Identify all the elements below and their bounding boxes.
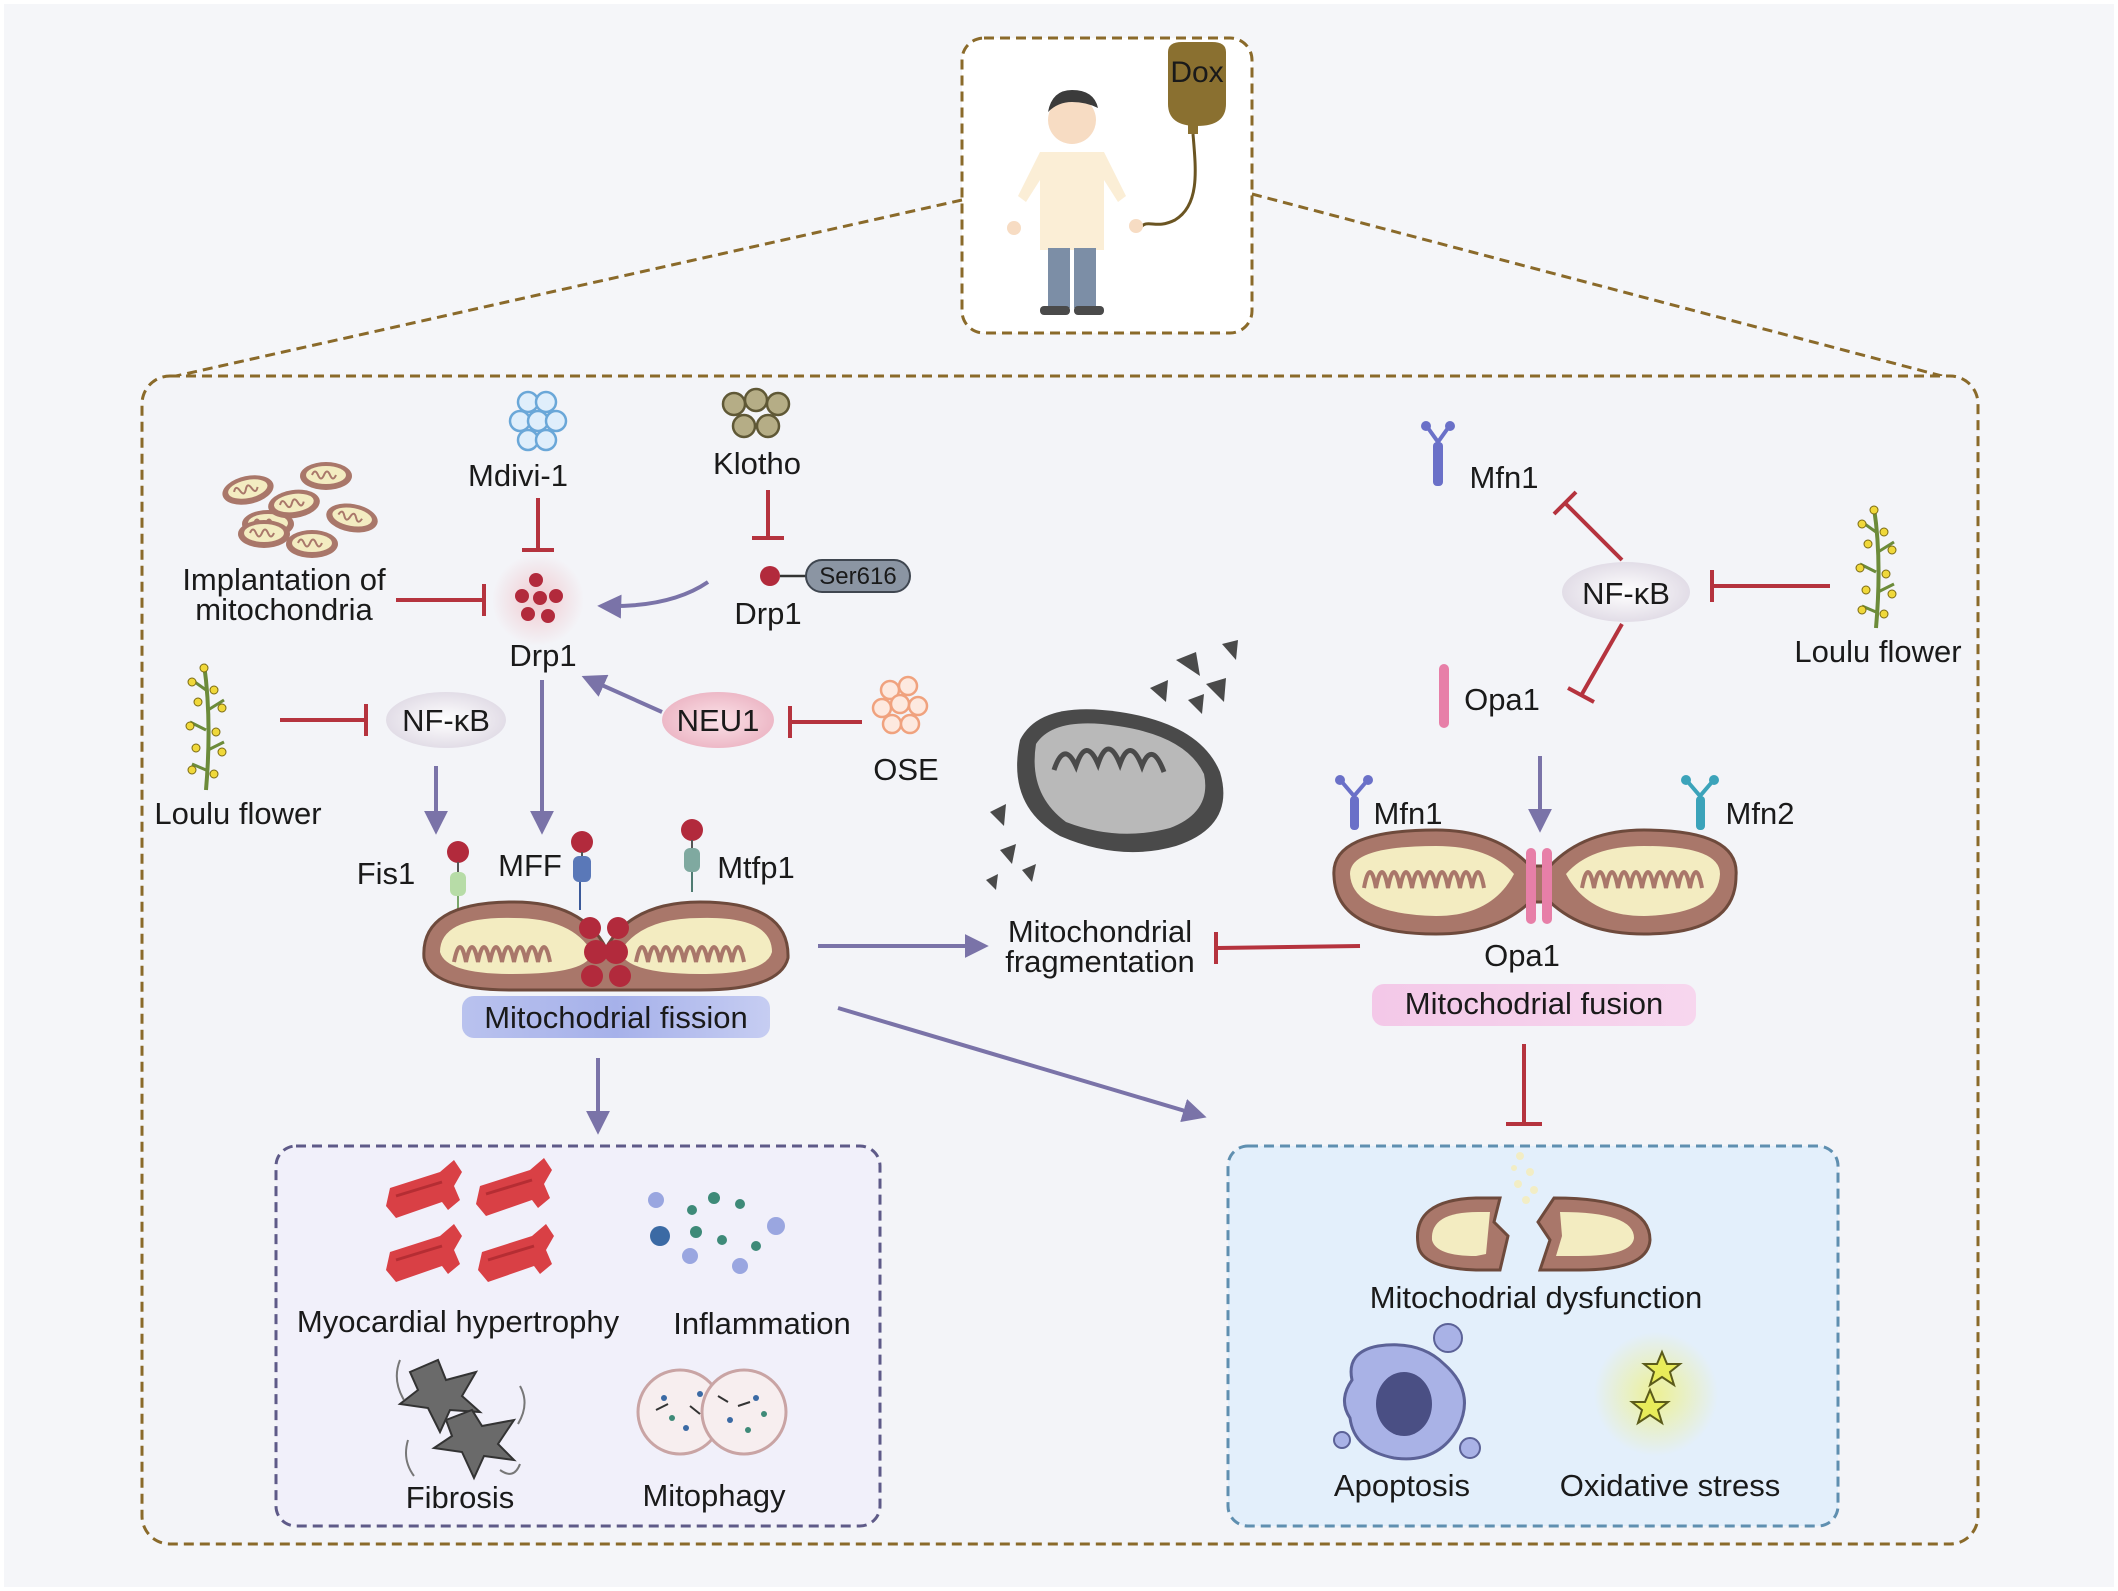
nfkb-inhibit-opa1-line <box>1580 623 1624 695</box>
ose-icon <box>871 675 929 735</box>
neu1-to-drp1-arrow <box>581 674 663 714</box>
nfkb-right-node <box>1562 562 1690 622</box>
implantation-label-line2: mitochondria <box>195 592 373 627</box>
implantation-label-line1: Implantation of <box>182 562 386 597</box>
fission-mitochondrion-icon <box>422 900 790 992</box>
dox-label: Dox <box>1170 56 1223 89</box>
drp1-label: Drp1 <box>509 638 576 673</box>
mdivi-icon <box>508 390 568 452</box>
fusion-label-bg <box>1372 984 1696 1026</box>
inflammation-label: Inflammation <box>673 1306 850 1341</box>
fragmentation-label-line1: Mitochondrial <box>1008 914 1192 949</box>
loulu-flower-right-icon <box>1855 505 1897 629</box>
fission-label: Mitochodrial fission <box>484 1000 748 1035</box>
klotho-icon <box>721 387 791 439</box>
mff-receptor-icon <box>571 831 593 910</box>
mfn1-top-icon <box>1421 421 1455 486</box>
opa1-top-label: Opa1 <box>1464 682 1540 717</box>
patient-box: Dox <box>960 36 1254 335</box>
fragmented-mitochondrion-icon <box>986 640 1238 890</box>
fusion-inhibit-fragmentation-line <box>1217 944 1361 950</box>
nfkb-inhibit-mfn1-bar <box>1552 490 1578 516</box>
mitophagy-icon <box>636 1368 788 1456</box>
klotho-label: Klotho <box>713 446 801 481</box>
mfn2-label: Mfn2 <box>1726 796 1795 831</box>
mfn1-top-label: Mfn1 <box>1470 460 1539 495</box>
loulu-flower-left-icon <box>185 663 227 791</box>
ser616-label: Ser616 <box>819 563 896 590</box>
oxidative-label: Oxidative stress <box>1560 1468 1781 1503</box>
ose-label: OSE <box>873 752 938 787</box>
neu1-label: NEU1 <box>677 703 760 738</box>
oxidative-glow <box>1594 1332 1718 1456</box>
fibrosis-label: Fibrosis <box>406 1480 515 1515</box>
mff-label: MFF <box>498 848 562 883</box>
apoptosis-label: Apoptosis <box>1334 1468 1470 1503</box>
drp1-phospho-dot <box>760 566 780 586</box>
apoptosis-icon <box>1333 1323 1481 1461</box>
damaged-mitochondrion-icon <box>1416 1152 1652 1272</box>
loulu-left-label: Loulu flower <box>154 796 321 831</box>
opa1-bottom-label: Opa1 <box>1484 938 1560 973</box>
mfn1-label: Mfn1 <box>1374 796 1443 831</box>
fis1-label: Fis1 <box>357 856 416 891</box>
mfn1-receptor-icon <box>1335 775 1373 830</box>
connector-right <box>1251 192 1943 378</box>
mitophagy-label: Mitophagy <box>642 1478 786 1513</box>
mtfp1-receptor-icon <box>681 819 703 892</box>
dysfunction-label: Mitochodrial dysfunction <box>1370 1280 1703 1315</box>
ser616-pill <box>805 559 911 593</box>
nfkb-left-node <box>386 692 506 748</box>
mtfp1-label: Mtfp1 <box>717 850 795 885</box>
drp1-phospho-label: Drp1 <box>734 596 801 631</box>
inflammation-icon <box>648 1192 785 1274</box>
nfkb-inhibit-mfn1-line <box>1564 502 1624 562</box>
opa1-top-icon <box>1439 664 1449 728</box>
mfn2-receptor-icon <box>1681 775 1719 830</box>
nfkb-left-label: NF-κB <box>402 703 490 738</box>
fission-to-dysfunction-arrow <box>837 1006 1207 1123</box>
mdivi-label: Mdivi-1 <box>468 458 568 493</box>
nfkb-right-label: NF-κB <box>1582 576 1670 611</box>
fragmentation-label-line2: fragmentation <box>1005 944 1195 979</box>
fusion-label: Mitochodrial fusion <box>1405 986 1663 1021</box>
iv-bag-icon: Dox <box>1138 42 1226 230</box>
patient-person-icon <box>1007 90 1143 315</box>
fibrosis-icon <box>395 1358 526 1481</box>
fusion-mitochondria-icon <box>1332 828 1738 936</box>
neu1-node <box>662 692 774 748</box>
connector-left <box>175 198 963 378</box>
nfkb-inhibit-opa1-bar <box>1567 686 1595 704</box>
loulu-right-label: Loulu flower <box>1794 634 1961 669</box>
fission-label-bg <box>462 996 770 1038</box>
hypertrophy-label: Myocardial hypertrophy <box>297 1304 620 1339</box>
pdrp1-to-drp1-arrow <box>597 580 710 619</box>
drp1-cluster-icon <box>515 573 563 623</box>
